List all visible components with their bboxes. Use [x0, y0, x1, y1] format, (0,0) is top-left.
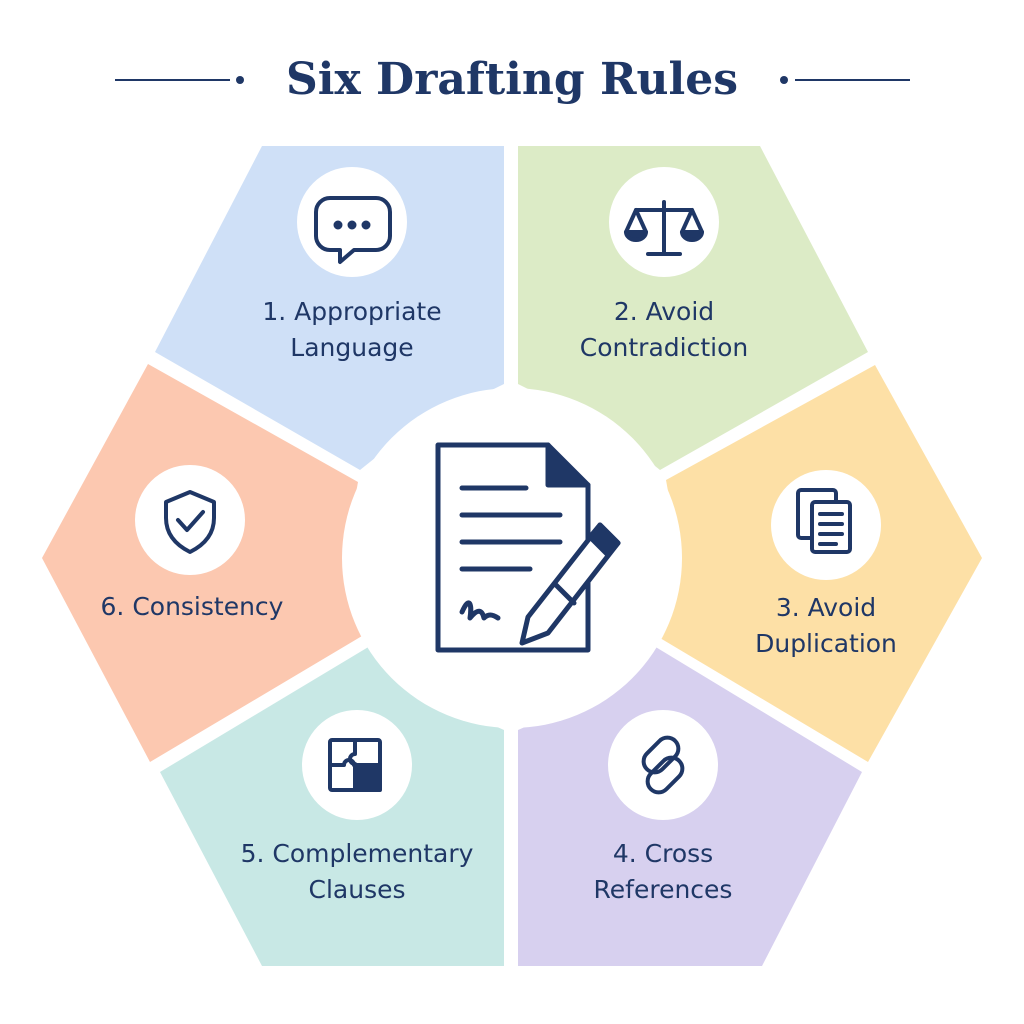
- title-left-dot: [236, 76, 244, 84]
- speech-bubble-icon: [314, 196, 392, 264]
- puzzle-icon: [328, 738, 382, 792]
- segment-6-label-line1: 6. Consistency: [101, 592, 284, 621]
- center-circle: [342, 388, 682, 728]
- documents-icon: [796, 488, 852, 554]
- chain-link-icon: [641, 735, 685, 795]
- title-row: Six Drafting Rules: [0, 40, 1024, 120]
- segment-1-label-line2: Language: [290, 333, 413, 362]
- segment-2-label-line1: 2. Avoid: [614, 297, 714, 326]
- segment-1-appropriate-language: [155, 146, 504, 470]
- segment-2-label-line2: Contradiction: [580, 333, 748, 362]
- segment-4-label-line2: References: [594, 875, 733, 904]
- page-title: Six Drafting Rules: [286, 54, 738, 105]
- contract-pen-icon: [435, 442, 621, 653]
- shield-check-icon: [164, 490, 216, 554]
- icon-circle-4: [608, 710, 718, 820]
- segment-4-label-line1: 4. Cross: [613, 839, 713, 868]
- segment-1-label-line1: 1. Appropriate: [262, 297, 441, 326]
- icon-circle-6: [135, 465, 245, 575]
- segment-5-label-line1: 5. Complementary: [241, 839, 474, 868]
- title-right-dot: [780, 76, 788, 84]
- segment-3-label-line1: 3. Avoid: [776, 593, 876, 622]
- scales-icon: [624, 200, 704, 256]
- segment-5-label-line2: Clauses: [309, 875, 406, 904]
- title-left-line: [115, 79, 230, 81]
- title-right-line: [795, 79, 910, 81]
- segment-3-label-line2: Duplication: [755, 629, 897, 658]
- segment-2-avoid-contradiction: [518, 146, 868, 470]
